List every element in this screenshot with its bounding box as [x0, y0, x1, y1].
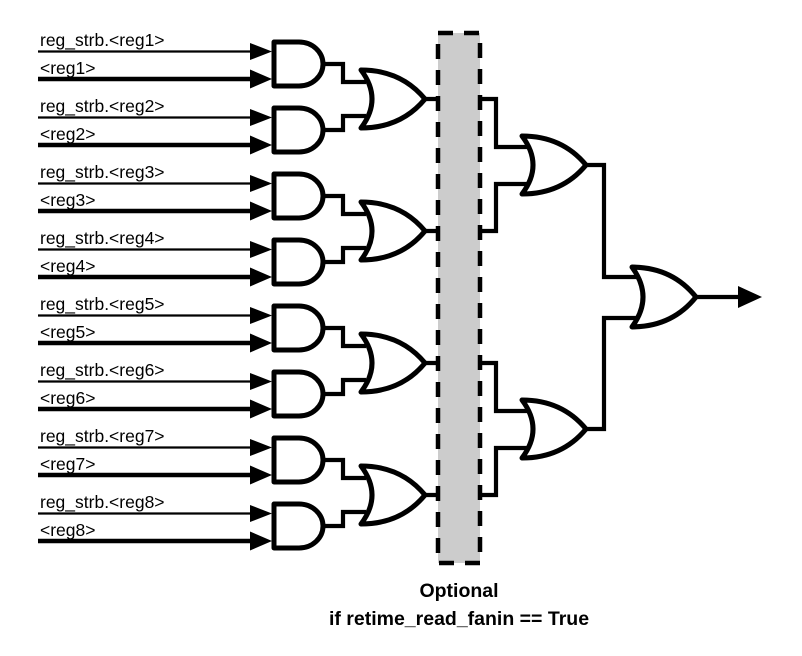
strobe-label-2: reg_strb.<reg2>: [40, 96, 165, 117]
data-label-5: <reg5>: [40, 322, 95, 342]
input-group-1: reg_strb.<reg1> <reg1>: [38, 30, 272, 89]
data-arrow-2: [250, 135, 272, 155]
input-group-3: reg_strb.<reg3> <reg3>: [38, 162, 272, 221]
link-and7-or4: [325, 457, 366, 481]
link-and4-or2: [325, 245, 366, 265]
data-label-1: <reg1>: [40, 58, 95, 78]
and-gate-4: [274, 240, 323, 284]
data-label-2: <reg2>: [40, 124, 95, 144]
optional-caption-line2: if retime_read_fanin == True: [329, 608, 589, 630]
link-or5-or7: [585, 162, 637, 280]
strobe-label-5: reg_strb.<reg5>: [40, 294, 165, 315]
input-group-4: reg_strb.<reg4> <reg4>: [38, 228, 272, 287]
data-arrow-6: [250, 399, 272, 419]
strobe-label-6: reg_strb.<reg6>: [40, 360, 165, 381]
input-group-7: reg_strb.<reg7> <reg7>: [38, 426, 272, 485]
or-gate-4: [361, 466, 425, 524]
or-gate-3: [361, 334, 425, 392]
or-gate-2: [361, 202, 425, 260]
input-group-5: reg_strb.<reg5> <reg5>: [38, 294, 272, 353]
strobe-label-3: reg_strb.<reg3>: [40, 162, 165, 183]
link-optional2-or5: [478, 181, 527, 234]
link-and5-or3: [325, 325, 366, 349]
link-and2-or1: [325, 113, 366, 133]
data-label-7: <reg7>: [40, 454, 95, 474]
strobe-arrow-7: [250, 439, 272, 456]
link-and3-or2: [325, 193, 366, 217]
strobe-label-4: reg_strb.<reg4>: [40, 228, 165, 249]
strobe-arrow-6: [250, 373, 272, 390]
link-and8-or4: [325, 509, 366, 529]
data-arrow-8: [250, 531, 272, 551]
and-gate-7: [274, 438, 323, 482]
and-gate-3: [274, 174, 323, 218]
strobe-arrow-8: [250, 505, 272, 522]
strobe-arrow-2: [250, 109, 272, 126]
link-and6-or3: [325, 377, 366, 397]
data-arrow-4: [250, 267, 272, 287]
or-gate-5: [522, 136, 586, 194]
and-gate-2: [274, 108, 323, 152]
data-arrow-5: [250, 333, 272, 353]
link-optional4-or6: [478, 445, 527, 498]
data-arrow-1: [250, 69, 272, 89]
strobe-arrow-5: [250, 307, 272, 324]
data-label-3: <reg3>: [40, 190, 95, 210]
link-and1-or1: [325, 61, 366, 85]
link-optional3-or6: [478, 360, 527, 414]
strobe-arrow-1: [250, 43, 272, 60]
strobe-arrow-3: [250, 175, 272, 192]
data-label-6: <reg6>: [40, 388, 95, 408]
input-group-8: reg_strb.<reg8> <reg8>: [38, 492, 272, 551]
and-gate-5: [274, 306, 323, 350]
data-arrow-7: [250, 465, 272, 485]
strobe-arrow-4: [250, 241, 272, 258]
strobe-label-1: reg_strb.<reg1>: [40, 30, 165, 51]
input-group-6: reg_strb.<reg6> <reg6>: [38, 360, 272, 419]
or-gate-1: [361, 70, 425, 128]
or-gate-7-final: [632, 267, 696, 327]
link-or6-or7: [585, 315, 637, 432]
or-gate-6: [522, 400, 586, 458]
strobe-label-8: reg_strb.<reg8>: [40, 492, 165, 513]
strobe-label-7: reg_strb.<reg7>: [40, 426, 165, 447]
data-arrow-3: [250, 201, 272, 221]
optional-retiming-box: [435, 30, 483, 566]
link-optional1-or5: [478, 96, 527, 150]
data-label-4: <reg4>: [40, 256, 95, 276]
optional-caption-line1: Optional: [419, 580, 498, 602]
data-label-8: <reg8>: [40, 520, 95, 540]
and-gate-1: [274, 42, 323, 86]
output-arrow: [738, 286, 762, 308]
and-gate-6: [274, 372, 323, 416]
and-gate-8: [274, 504, 323, 548]
input-group-2: reg_strb.<reg2> <reg2>: [38, 96, 272, 155]
